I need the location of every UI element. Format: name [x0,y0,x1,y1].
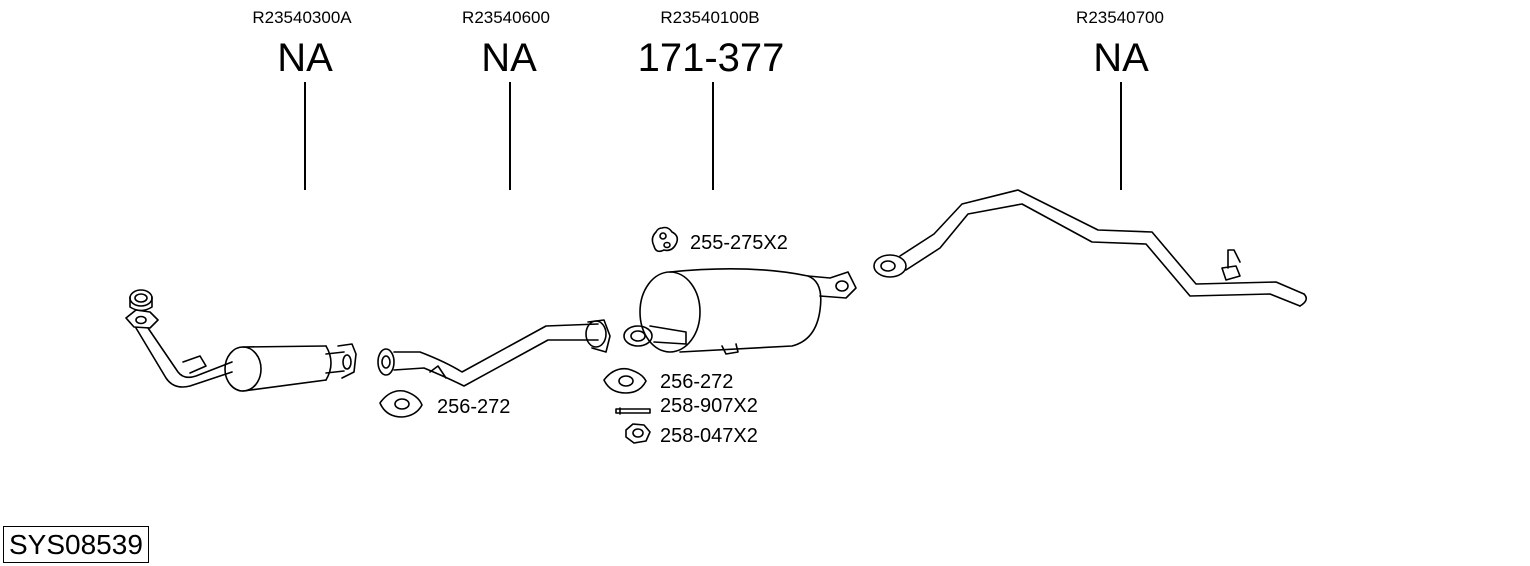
rubber-hanger-icon [651,226,679,253]
part-ref-4: R23540700 [1076,8,1164,27]
accessory-label-hanger: 255-275X2 [690,232,788,254]
accessory-label-gasket-1: 256-272 [437,396,511,418]
intermediate-pipe-drawing [377,319,611,387]
flange-gasket-icon-1 [379,389,423,418]
part-ref-1: R23540300A [252,8,352,27]
part-ref-3: R23540100B [660,8,760,27]
flange-gasket-icon-2 [603,367,647,394]
part-ref-2: R23540600 [462,8,550,27]
accessory-label-nut: 258-047X2 [660,425,758,447]
front-pipe-catalyst-drawing [125,289,357,392]
part-code-1: NA [277,36,333,80]
leader-line-2 [509,82,511,190]
accessory-label-bolt: 258-907X2 [660,395,758,417]
system-code-box: SYS08539 [3,526,149,563]
middle-silencer-drawing [623,268,857,355]
leader-line-1 [304,82,306,190]
part-code-2: NA [481,36,537,80]
nut-icon [625,423,651,444]
accessory-label-gasket-2: 256-272 [660,371,734,393]
tail-pipe-drawing [873,189,1308,307]
leader-line-3 [712,82,714,190]
part-code-3: 171-377 [637,36,785,80]
bolt-icon [615,407,651,415]
leader-line-4 [1120,82,1122,190]
part-code-4: NA [1093,36,1149,80]
